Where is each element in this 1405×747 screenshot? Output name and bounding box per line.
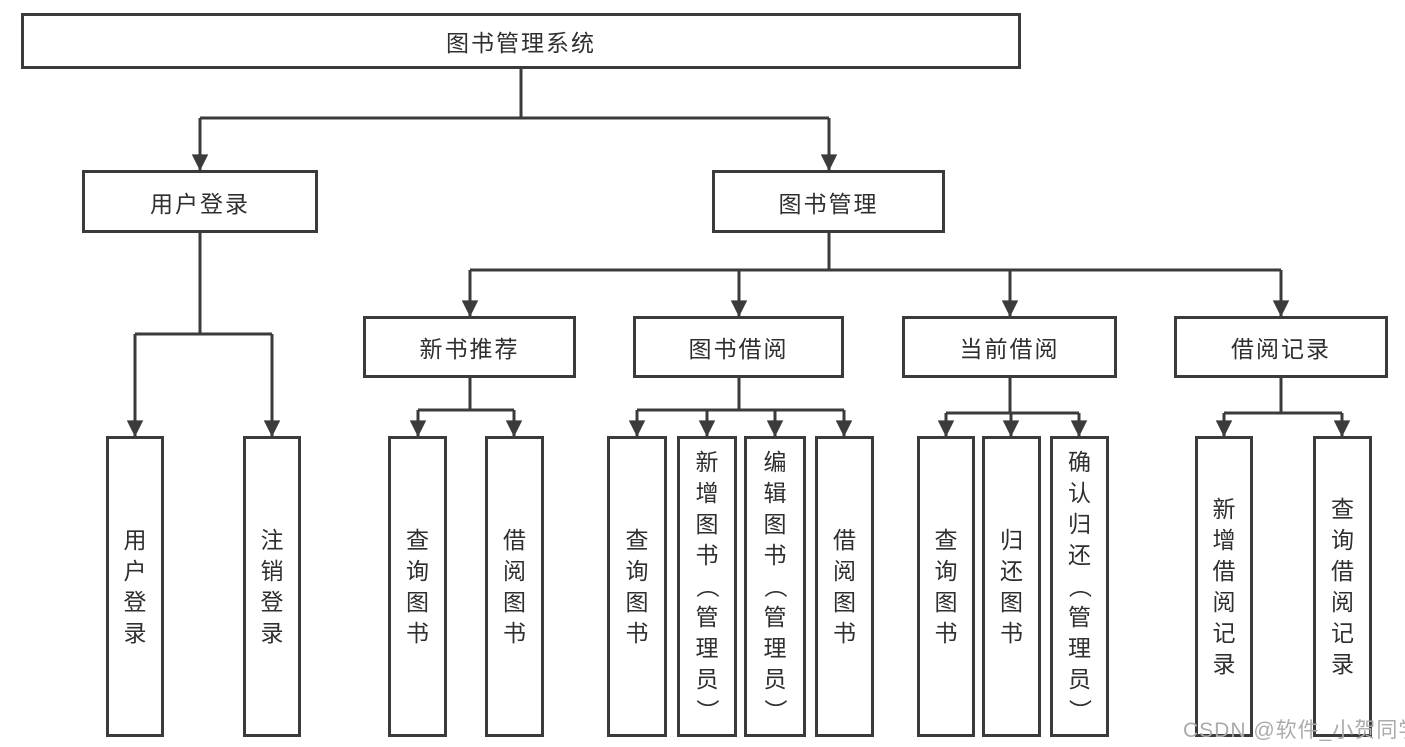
- leaf-records-query-label: 查询借阅记录: [1331, 495, 1354, 677]
- leaf-borrow-edit-admin: 编辑图书（管理员）: [744, 436, 806, 737]
- node-root: 图书管理系统: [21, 13, 1021, 69]
- csdn-watermark: CSDN @软件_小贺同学: [1183, 719, 1405, 742]
- node-book-management: 图书管理: [712, 170, 945, 233]
- node-current-borrow-label: 当前借阅: [959, 336, 1060, 362]
- leaf-newbook-query: 查询图书: [388, 436, 447, 737]
- leaf-borrow-borrow-label: 借阅图书: [833, 526, 856, 646]
- node-user-login: 用户登录: [82, 170, 318, 233]
- leaf-newbook-query-label: 查询图书: [406, 526, 429, 646]
- node-new-book-recommend-label: 新书推荐: [419, 336, 520, 362]
- node-new-book-recommend: 新书推荐: [363, 316, 576, 378]
- node-borrow-records-label: 借阅记录: [1231, 336, 1331, 362]
- leaf-current-query: 查询图书: [917, 436, 975, 737]
- node-borrow-records: 借阅记录: [1174, 316, 1388, 378]
- node-book-borrow-label: 图书借阅: [688, 336, 789, 362]
- leaf-logout: 注销登录: [243, 436, 301, 737]
- leaf-borrow-borrow: 借阅图书: [815, 436, 874, 737]
- leaf-current-confirm-admin-label: 确认归还（管理员）: [1067, 449, 1093, 722]
- leaf-records-add: 新增借阅记录: [1195, 436, 1253, 737]
- leaf-records-add-label: 新增借阅记录: [1212, 495, 1236, 677]
- node-current-borrow: 当前借阅: [902, 316, 1117, 378]
- leaf-user-login-label: 用户登录: [123, 526, 147, 646]
- leaf-current-confirm-admin: 确认归还（管理员）: [1050, 436, 1109, 737]
- leaf-logout-label: 注销登录: [260, 526, 284, 646]
- leaf-borrow-query-label: 查询图书: [625, 526, 649, 646]
- leaf-current-return: 归还图书: [982, 436, 1041, 737]
- leaf-borrow-add-admin-label: 新增图书（管理员）: [694, 449, 721, 722]
- leaf-current-return-label: 归还图书: [1000, 526, 1023, 646]
- leaf-borrow-edit-admin-label: 编辑图书（管理员）: [762, 449, 789, 722]
- leaf-borrow-query: 查询图书: [607, 436, 667, 737]
- leaf-borrow-add-admin: 新增图书（管理员）: [677, 436, 737, 737]
- leaf-records-query: 查询借阅记录: [1313, 436, 1372, 737]
- leaf-newbook-borrow-label: 借阅图书: [503, 526, 526, 646]
- leaf-current-query-label: 查询图书: [934, 526, 958, 646]
- node-book-management-label: 图书管理: [778, 190, 879, 217]
- node-root-label: 图书管理系统: [446, 30, 596, 56]
- leaf-user-login: 用户登录: [106, 436, 164, 737]
- node-book-borrow: 图书借阅: [633, 316, 844, 378]
- leaf-newbook-borrow: 借阅图书: [485, 436, 544, 737]
- node-user-login-label: 用户登录: [150, 190, 250, 217]
